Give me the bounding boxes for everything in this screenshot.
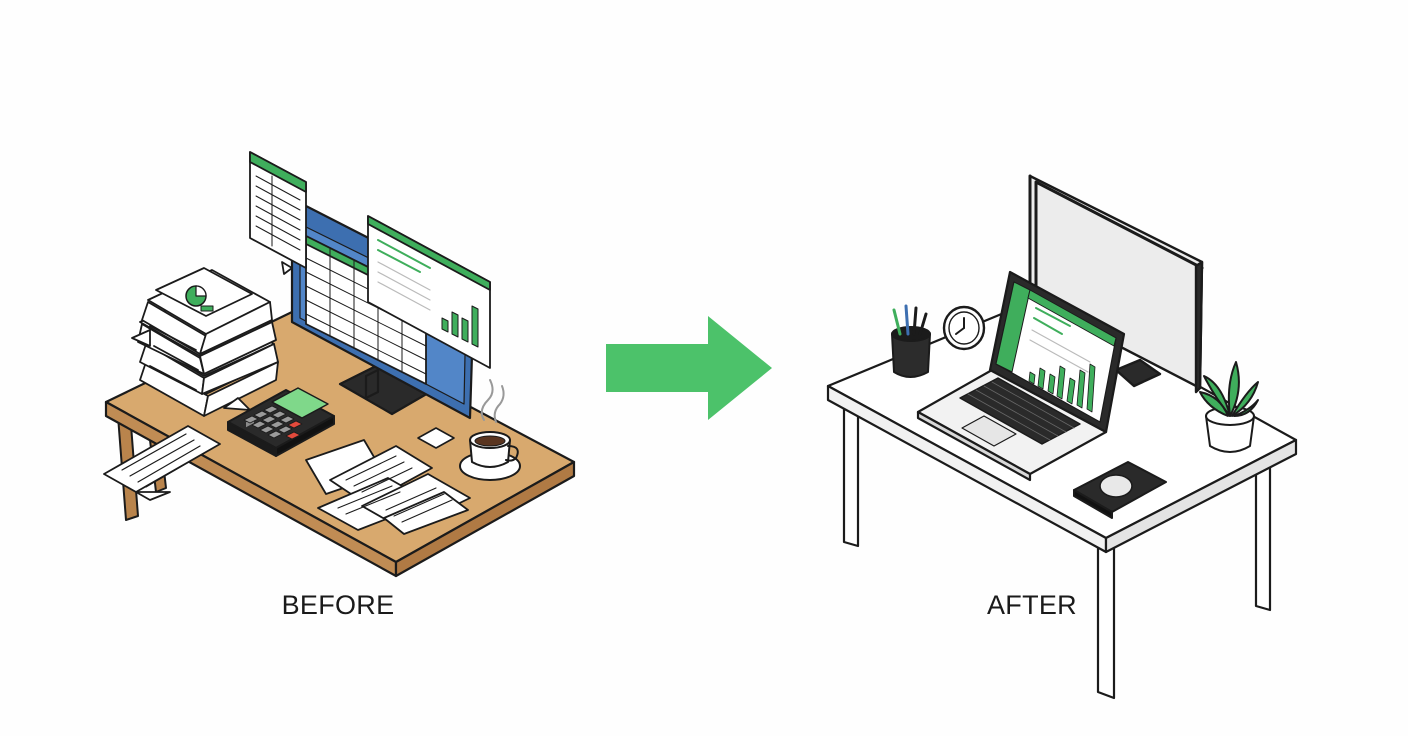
after-label: AFTER xyxy=(986,590,1077,620)
coffee-cup-icon xyxy=(459,379,521,481)
arrow-right-icon xyxy=(606,316,772,420)
mouse-icon xyxy=(1073,461,1167,519)
clean-desk-icon xyxy=(826,174,1298,700)
scattered-papers xyxy=(305,439,471,535)
loose-paper xyxy=(103,425,221,501)
sticky-note xyxy=(417,427,455,449)
before-label: BEFORE xyxy=(281,590,395,620)
report-window xyxy=(367,215,491,369)
external-monitor xyxy=(1028,174,1204,394)
ledger-window xyxy=(249,151,307,275)
laptop-icon xyxy=(916,270,1126,482)
messy-desk-icon xyxy=(103,151,576,578)
pen-holder-icon xyxy=(891,304,931,378)
pie-chart-icon xyxy=(185,285,214,312)
plant-icon xyxy=(1199,361,1259,453)
clock-icon xyxy=(942,305,986,351)
calculator-icon xyxy=(227,387,335,457)
paper-stack xyxy=(131,267,279,417)
